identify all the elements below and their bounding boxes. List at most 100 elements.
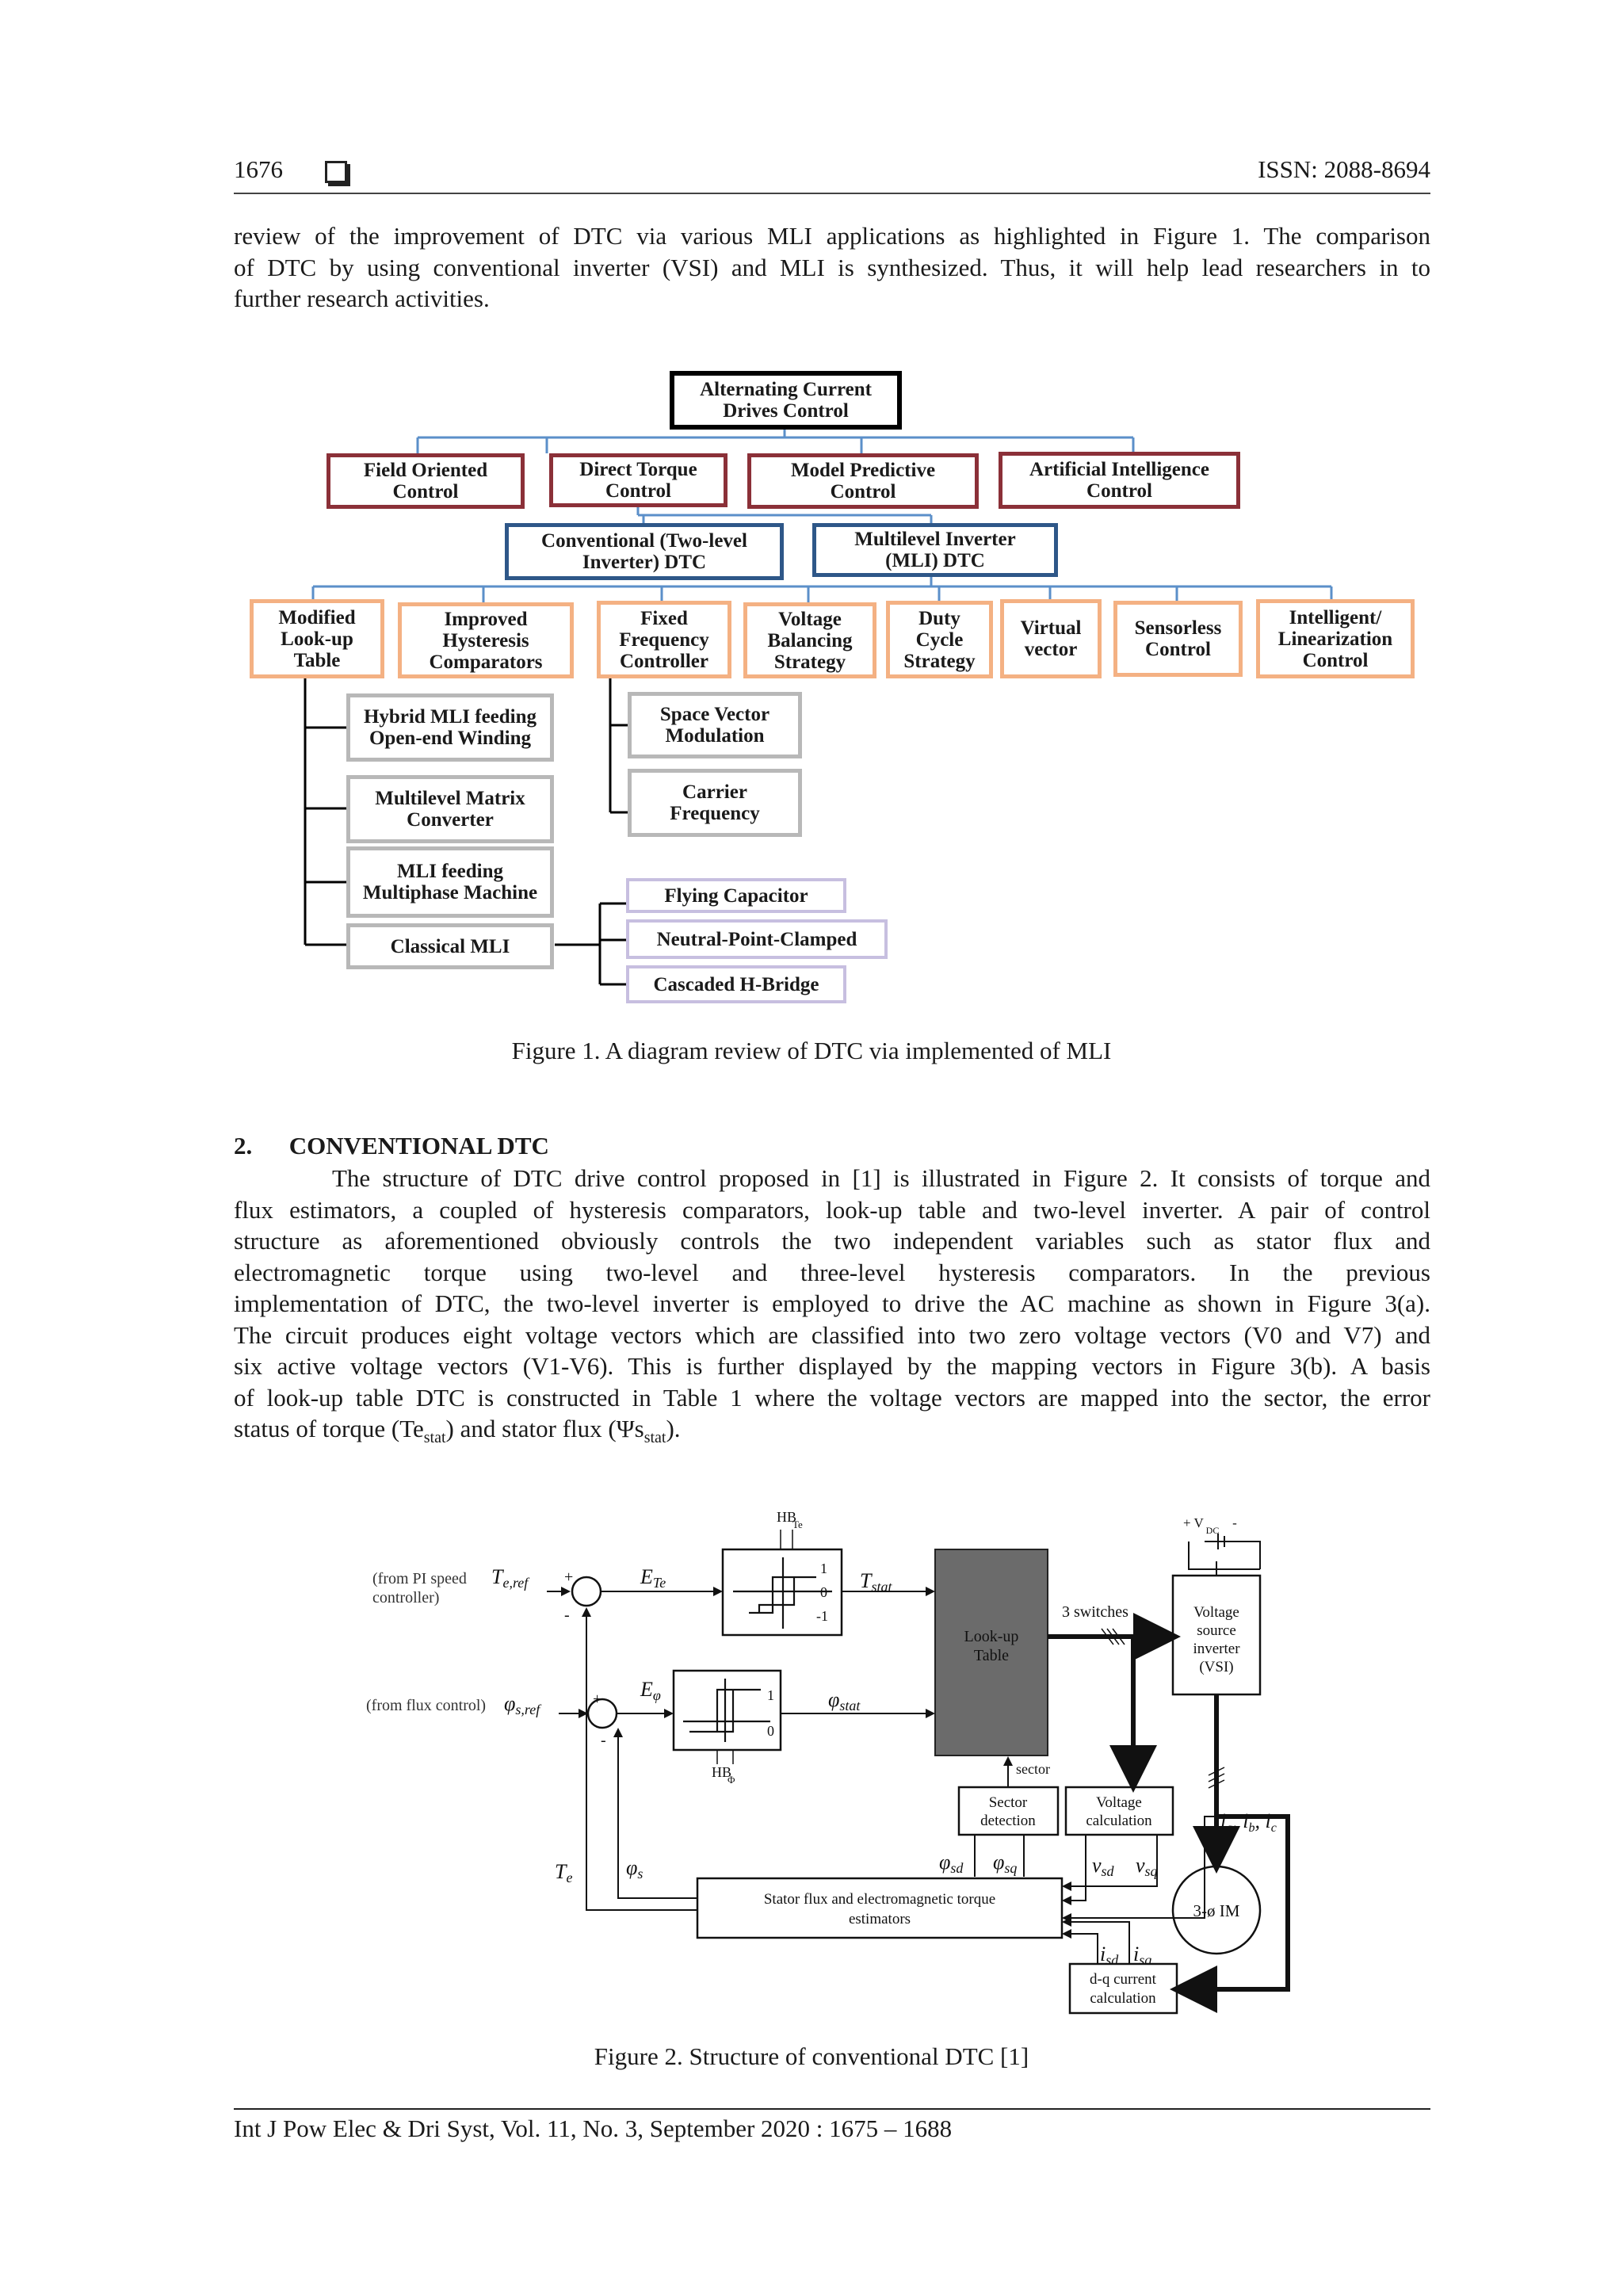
section2-paragraph: The structure of DTC drive control propo… xyxy=(234,1163,1430,1454)
phi-stat-label: φstat xyxy=(828,1688,861,1713)
te-ref-source: (from PI speed xyxy=(372,1570,467,1587)
e-te-label: ETe xyxy=(640,1565,666,1591)
section2-line: flux estimators, a coupled of hysteresis… xyxy=(234,1195,1430,1224)
figure1-caption: Figure 1. A diagram review of DTC via im… xyxy=(511,1037,1112,1064)
node-field-oriented-control: Field Oriented Control xyxy=(327,453,525,509)
node-multilevel-matrix-converter: Multilevel Matrix Converter xyxy=(346,775,554,843)
section2-line: The circuit produces eight voltage vecto… xyxy=(234,1320,1430,1349)
flux-hysteresis-box xyxy=(672,1669,782,1752)
te-ref-label: Te,ref xyxy=(491,1565,530,1591)
node-carrier-frequency: Carrier Frequency xyxy=(628,769,802,837)
footer-rule xyxy=(234,2108,1430,2110)
node-cascaded-h-bridge: Cascaded H-Bridge xyxy=(626,965,846,1003)
svg-text:detection: detection xyxy=(980,1813,1036,1829)
section-heading: 2. CONVENTIONAL DTC xyxy=(234,1132,549,1159)
estimators-block xyxy=(696,1877,1064,1939)
voltage-calculation-block xyxy=(1064,1786,1174,1836)
svg-text:-: - xyxy=(601,1732,606,1749)
issn: ISSN: 2088-8694 xyxy=(1258,155,1430,183)
node-hybrid-mli: Hybrid MLI feeding Open-end Winding xyxy=(346,693,554,762)
figure2-caption: Figure 2. Structure of conventional DTC … xyxy=(594,2042,1029,2070)
torque-sum-junction xyxy=(571,1576,602,1607)
figure2-dtc-structure: (from PI speed controller) (from flux co… xyxy=(366,1509,1290,2015)
section2-line: of look-up table DTC is constructed in T… xyxy=(234,1383,1430,1412)
svg-text:Te: Te xyxy=(792,1519,803,1530)
lookup-label-1: Look-up xyxy=(964,1628,1019,1645)
svg-text:1: 1 xyxy=(820,1561,827,1576)
node-conventional-dtc: Conventional (Two-level Inverter) DTC xyxy=(505,523,784,580)
intro-line: further research activities. xyxy=(234,285,490,312)
node-mli-dtc: Multilevel Inverter (MLI) DTC xyxy=(812,523,1058,577)
svg-text:(VSI): (VSI) xyxy=(1199,1659,1233,1675)
svg-text:HB: HB xyxy=(712,1764,731,1780)
svg-text:-: - xyxy=(1232,1515,1237,1530)
node-artificial-intelligence-control: Artificial Intelligence Control xyxy=(999,452,1240,509)
node-classical-mli: Classical MLI xyxy=(346,923,554,969)
vsi-block xyxy=(1171,1574,1262,1696)
header-rule xyxy=(234,193,1430,194)
node-sensorless-control: Sensorless Control xyxy=(1113,601,1243,677)
svg-text:-1: -1 xyxy=(816,1608,828,1624)
node-duty-cycle: Duty Cycle Strategy xyxy=(886,601,993,678)
node-model-predictive-control: Model Predictive Control xyxy=(747,453,979,509)
node-space-vector-modulation: Space Vector Modulation xyxy=(628,692,802,758)
footer-citation: Int J Pow Elec & Dri Syst, Vol. 11, No. … xyxy=(234,2115,953,2142)
svg-text:Voltage: Voltage xyxy=(1193,1604,1239,1621)
te-ref-source-2: controller) xyxy=(372,1589,439,1606)
section2-line: structure as aforementioned obviously co… xyxy=(234,1227,1430,1255)
phi-ref-label: φs,ref xyxy=(504,1692,542,1717)
svg-text:0: 0 xyxy=(820,1584,827,1600)
node-direct-torque-control: Direct Torque Control xyxy=(549,453,727,507)
node-improved-hysteresis: Improved Hysteresis Comparators xyxy=(398,602,574,678)
phi-s-label: φs xyxy=(626,1856,643,1881)
svg-text:-: - xyxy=(564,1606,570,1624)
te-feedback-label: Te xyxy=(555,1860,572,1885)
node-mli-multiphase-machine: MLI feeding Multiphase Machine xyxy=(346,846,554,918)
node-modified-lookup-table: Modified Look-up Table xyxy=(250,599,384,678)
svg-text:Stator flux and electromagneti: Stator flux and electromagnetic torque xyxy=(764,1891,995,1908)
dq-current-block xyxy=(1068,1962,1178,2015)
node-virtual-vector: Virtual vector xyxy=(1000,599,1102,678)
svg-text:1: 1 xyxy=(767,1687,774,1703)
node-neutral-point-clamped: Neutral-Point-Clamped xyxy=(626,919,888,959)
svg-text:source: source xyxy=(1197,1622,1236,1639)
intro-line: review of the improvement of DTC via var… xyxy=(234,222,1430,250)
svg-text:estimators: estimators xyxy=(849,1911,911,1927)
phi-sd-label: φsd xyxy=(939,1851,964,1876)
section2-line: six active voltage vectors (V1-V6). This… xyxy=(234,1352,1430,1380)
node-voltage-balancing: Voltage Balancing Strategy xyxy=(743,602,876,678)
svg-text:HB: HB xyxy=(777,1509,796,1525)
svg-text:+: + xyxy=(564,1568,573,1586)
e-phi-label: Eφ xyxy=(640,1678,661,1703)
svg-text:DC: DC xyxy=(1206,1525,1220,1536)
intro-paragraph: review of the improvement of DTC via var… xyxy=(234,220,1430,315)
flux-ref-source: (from flux control) xyxy=(366,1697,486,1714)
svg-text:calculation: calculation xyxy=(1086,1813,1152,1829)
figure1-connectors xyxy=(304,430,1333,986)
svg-text:Φ: Φ xyxy=(727,1774,735,1786)
intro-line: of DTC by using conventional inverter (V… xyxy=(234,253,1430,281)
svg-text:d-q current: d-q current xyxy=(1090,1971,1157,1988)
vsd-label: vsd xyxy=(1092,1854,1115,1879)
svg-text:0: 0 xyxy=(767,1723,774,1739)
svg-text:inverter: inverter xyxy=(1193,1641,1240,1657)
section2-line: The structure of DTC drive control propo… xyxy=(332,1164,1430,1192)
section2-line-last: status of torque (Testat) and stator flu… xyxy=(234,1415,681,1447)
node-flying-capacitor: Flying Capacitor xyxy=(626,878,846,913)
iabc-label: ia, ib, ic xyxy=(1220,1809,1277,1835)
section2-line: electromagnetic torque using two-level a… xyxy=(234,1258,1430,1286)
sector-label: sector xyxy=(1016,1761,1050,1777)
node-intelligent-linearization: Intelligent/ Linearization Control xyxy=(1256,599,1415,678)
page-number: 1676 xyxy=(234,155,283,183)
section2-line: implementation of DTC, the two-level inv… xyxy=(234,1289,1430,1317)
node-ac-drives-control: Alternating Current Drives Control xyxy=(670,371,902,430)
lookup-table-block xyxy=(934,1549,1048,1756)
square-bullet-icon xyxy=(325,161,347,183)
phi-sq-label: φsq xyxy=(993,1851,1017,1876)
svg-text:Sector: Sector xyxy=(989,1794,1028,1811)
vsq-label: vsq xyxy=(1136,1854,1158,1879)
lookup-label-2: Table xyxy=(974,1647,1009,1664)
svg-text:calculation: calculation xyxy=(1090,1990,1156,2007)
svg-text:Voltage: Voltage xyxy=(1096,1794,1142,1811)
node-fixed-frequency-controller: Fixed Frequency Controller xyxy=(597,601,731,678)
